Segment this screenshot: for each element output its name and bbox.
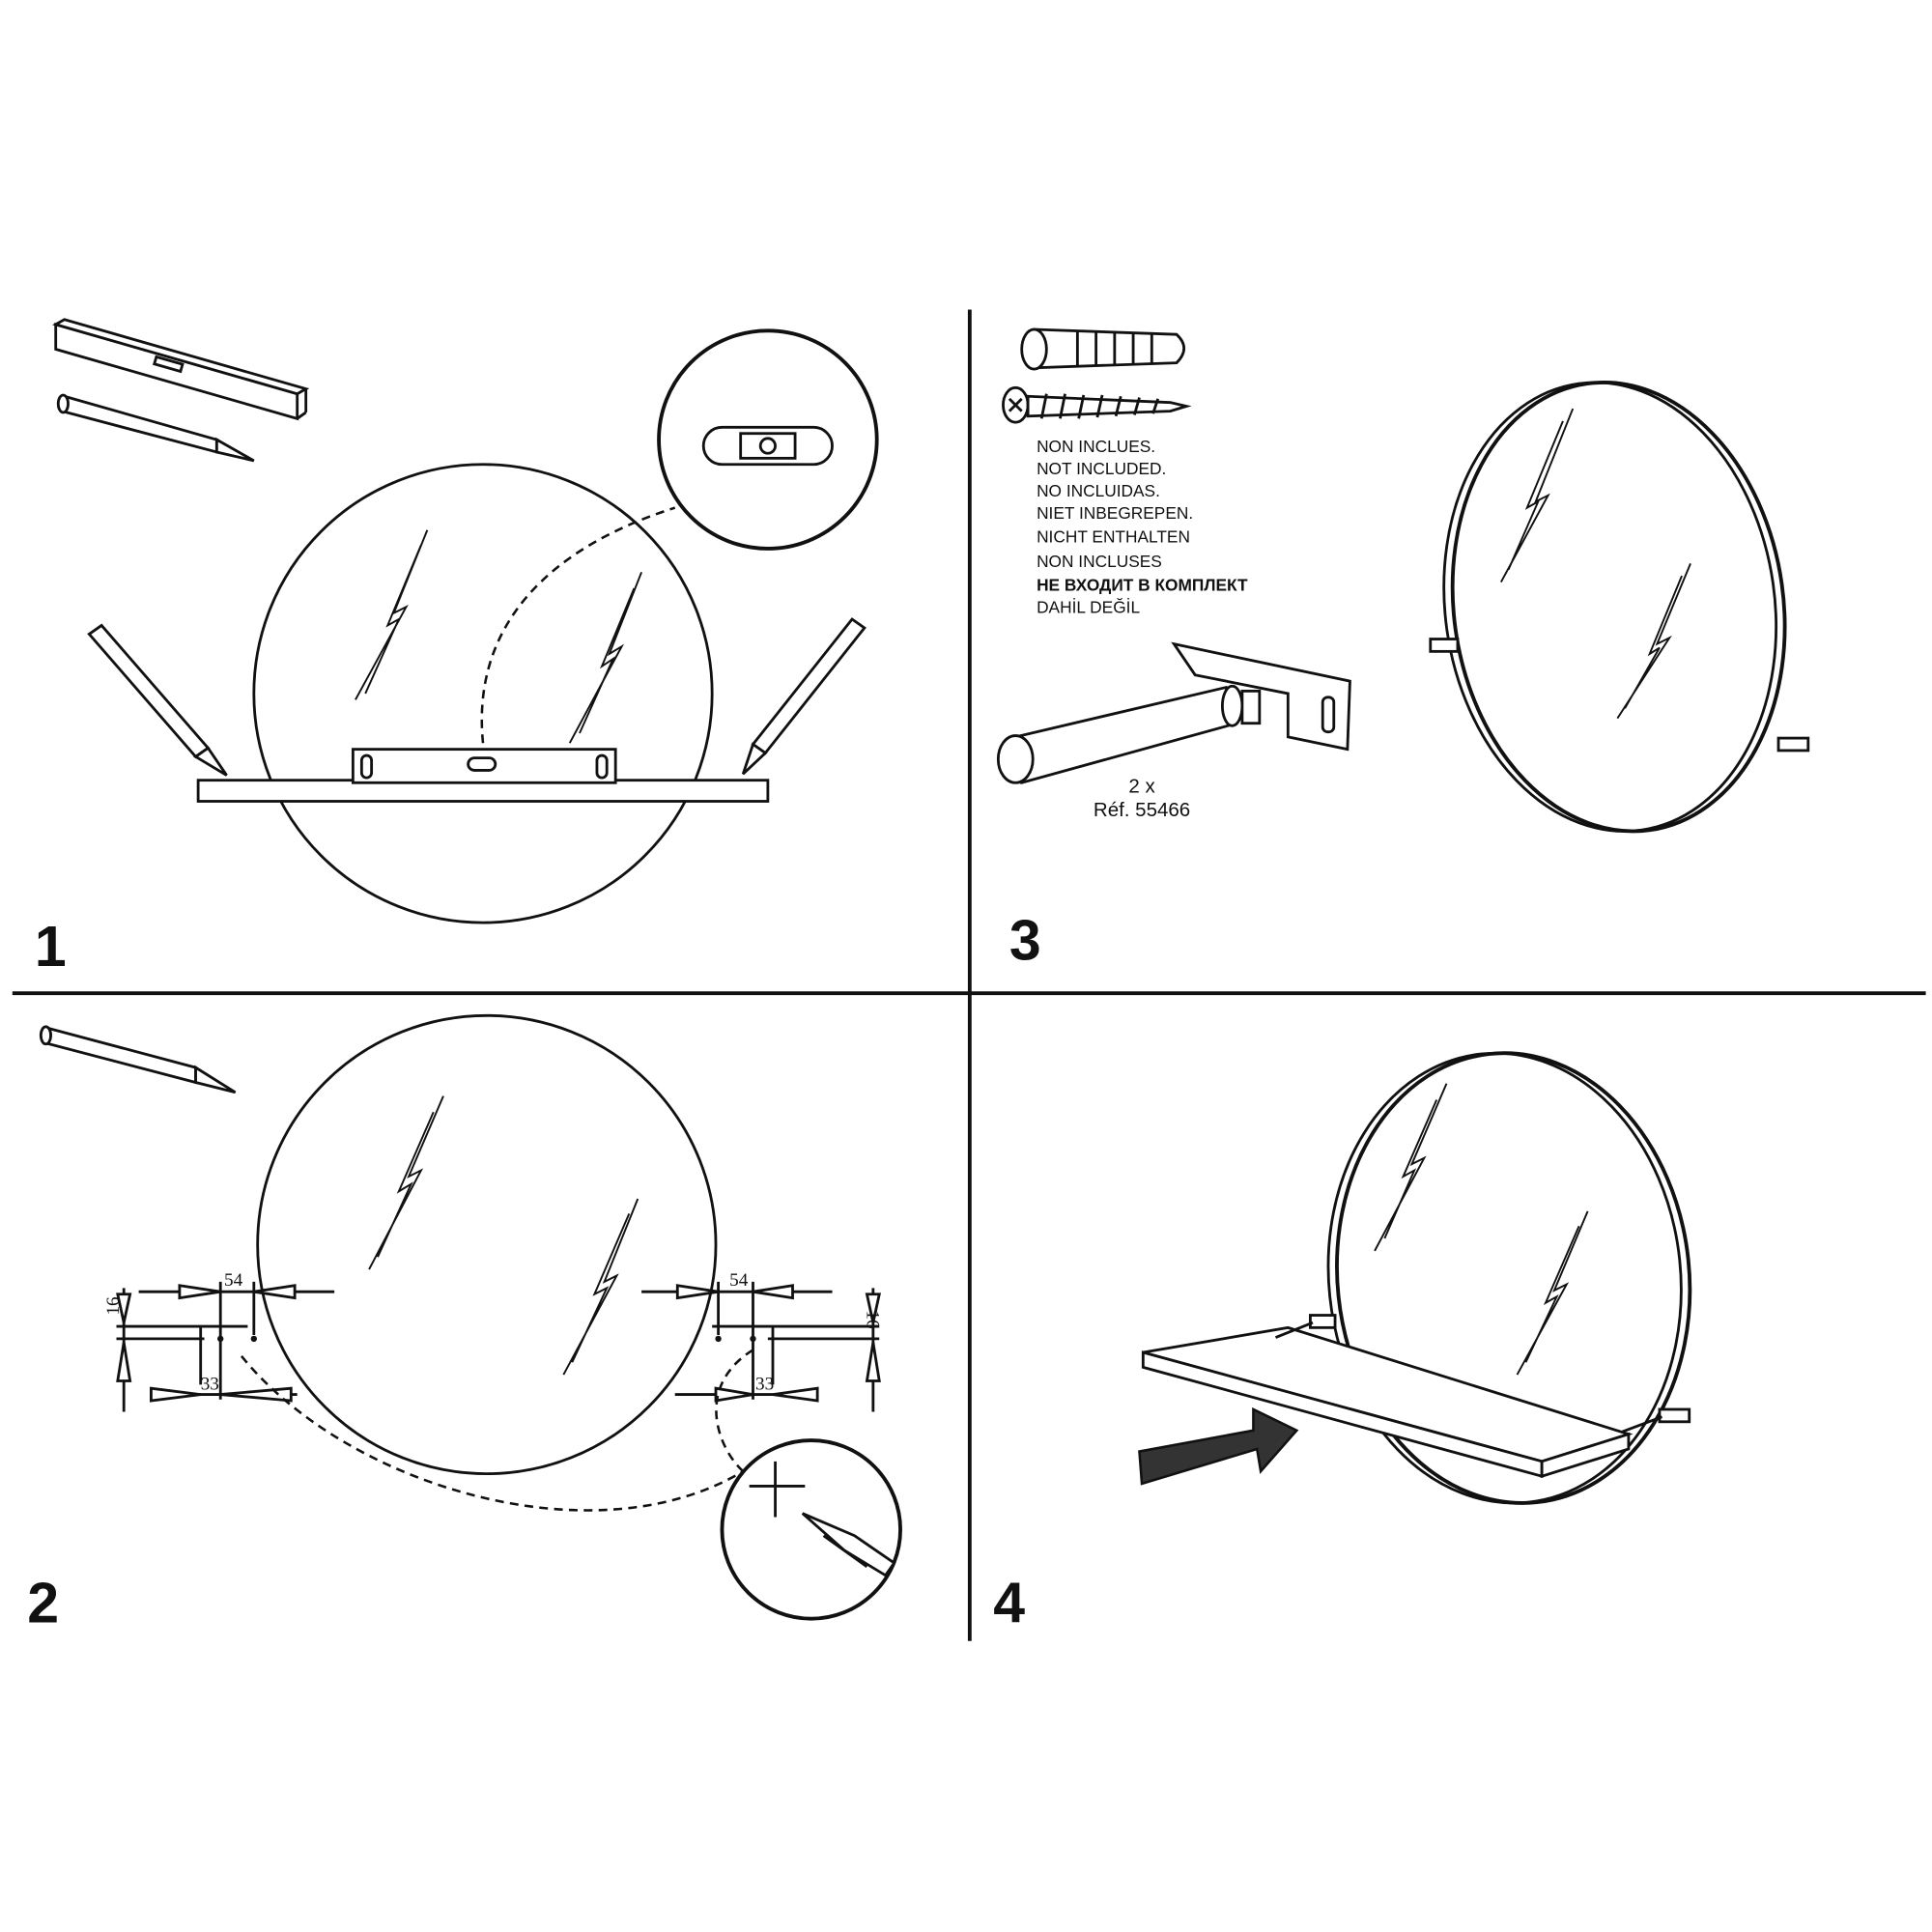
step-number: 4 [993,1572,1025,1634]
bracket-icon [1429,638,1460,653]
bracket-icon [1274,1314,1691,1434]
mirror-icon [1326,1051,1692,1505]
mirror-icon [252,463,714,924]
bracket-icon [1776,736,1810,753]
spirit-level-icon [351,748,617,784]
spirit-level-icon [52,318,310,421]
mirror-glare [355,529,642,744]
svg-text:NIET INBEGREPEN.: NIET INBEGREPEN. [1037,503,1193,523]
pencil-icon [741,617,867,776]
quantity-label: 2 x [1128,776,1155,798]
arrow-icon [1138,1406,1299,1486]
bracket-icon [996,641,1351,785]
svg-text:16: 16 [103,1296,124,1316]
svg-text:16: 16 [862,1310,882,1329]
svg-text:NON INCLUES.: NON INCLUES. [1037,437,1155,456]
dimension-left: 54 33 16 [103,1270,335,1412]
mirror-icon [256,1013,718,1476]
svg-text:NO INCLUIDAS.: NO INCLUIDAS. [1037,481,1160,500]
step-number: 1 [35,916,67,979]
wall-plug-icon [1020,327,1186,371]
step-3-panel: NON INCLUES. NOT INCLUDED. NO INCLUIDAS.… [996,327,1810,973]
marking-detail-zoom [720,1438,902,1621]
step-number: 3 [1009,910,1041,973]
pencil-icon [39,1025,237,1094]
svg-text:54: 54 [224,1270,243,1291]
step-1-panel: 1 [35,318,879,979]
pencil-icon [56,393,255,463]
reference-label: Réf. 55466 [1094,799,1190,821]
mirror-glare [368,1095,639,1376]
svg-text:33: 33 [755,1374,774,1394]
step-number: 2 [27,1572,59,1634]
mirror-icon [1429,381,1810,834]
svg-text:DAHİL DEĞİL: DAHİL DEĞİL [1037,598,1140,617]
svg-text:NON INCLUSES: NON INCLUSES [1037,552,1162,571]
svg-text:NOT INCLUDED.: NOT INCLUDED. [1037,459,1166,478]
detail-callout-line [241,1349,754,1512]
svg-text:НЕ ВХОДИТ В КОМПЛЕКТ: НЕ ВХОДИТ В КОМПЛЕКТ [1037,576,1248,595]
svg-text:NICHT ENTHALTEN: NICHT ENTHALTEN [1037,527,1190,547]
detail-callout-line [480,506,676,744]
svg-text:33: 33 [201,1374,219,1394]
svg-text:54: 54 [729,1270,749,1291]
level-detail-zoom [657,328,879,551]
dimension-right: 54 33 16 [641,1270,882,1412]
screw-icon [1002,385,1192,424]
pencil-icon [87,623,228,777]
step-2-panel: 54 33 16 54 33 16 2 [27,1013,902,1634]
not-included-list: NON INCLUES. NOT INCLUDED. NO INCLUIDAS.… [1037,437,1248,617]
step-4-panel: 4 [993,1051,1692,1634]
shelf-icon [1141,1325,1634,1479]
